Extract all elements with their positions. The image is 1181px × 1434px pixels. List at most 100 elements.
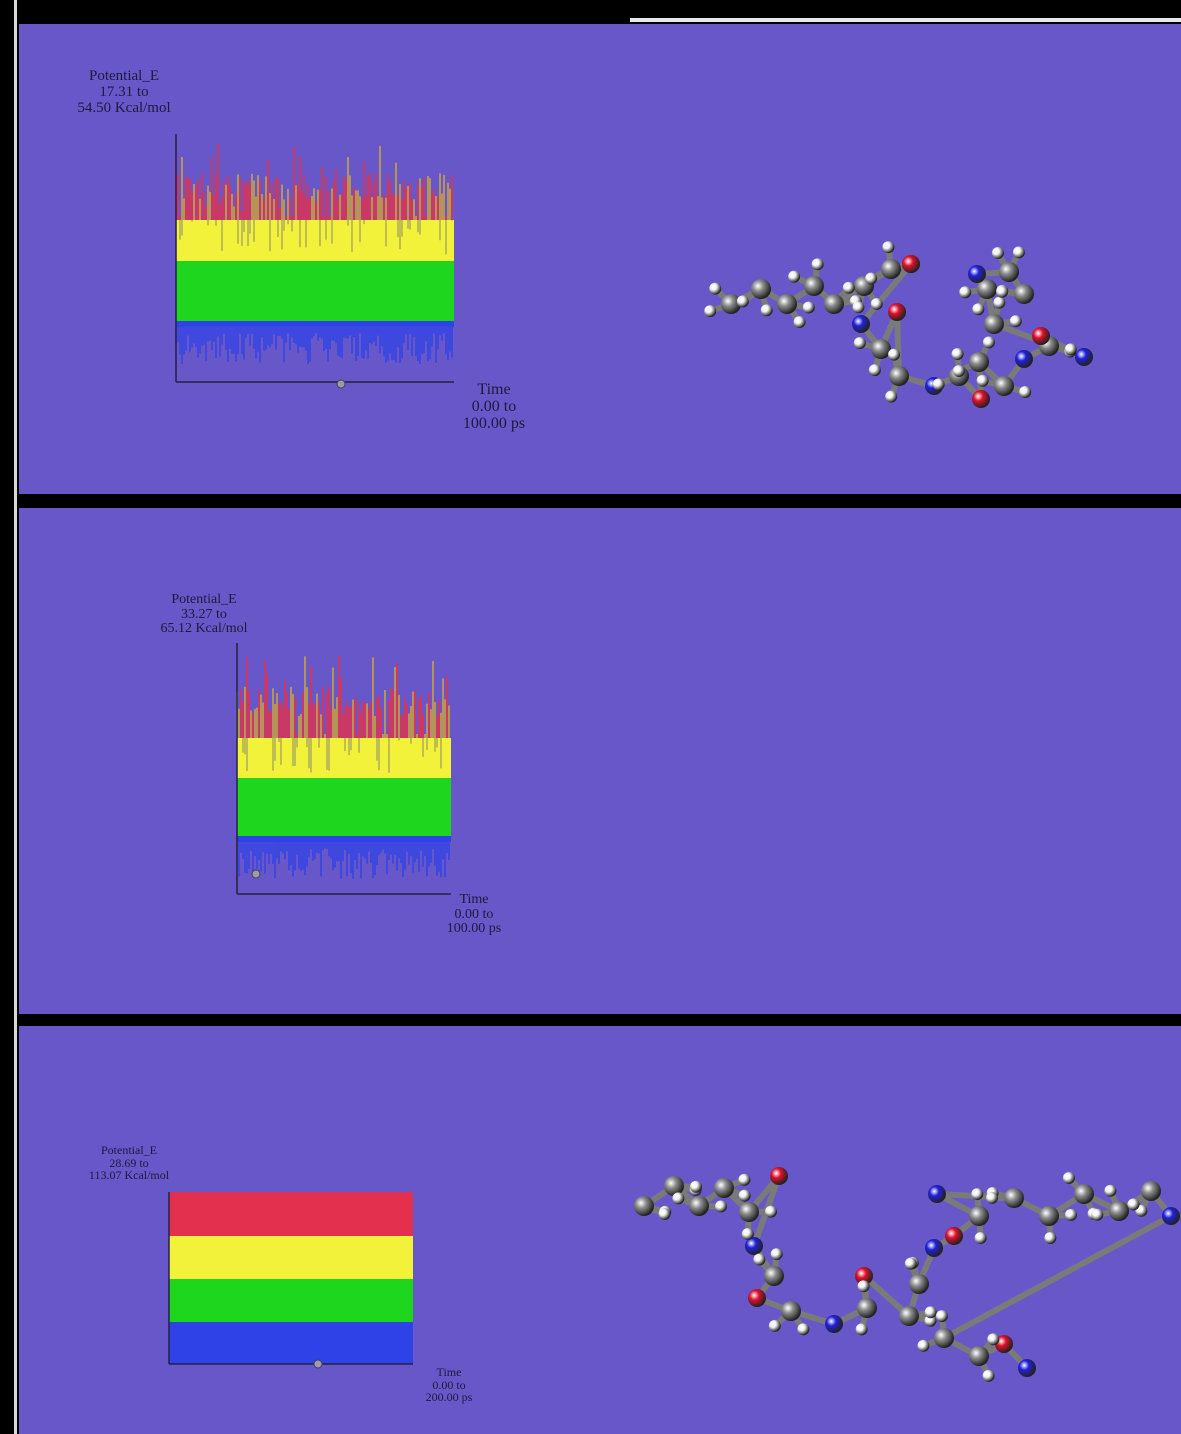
atom-C bbox=[751, 279, 771, 299]
low-energy-band bbox=[169, 1322, 413, 1364]
atom-C bbox=[871, 339, 891, 359]
atom-H bbox=[865, 272, 878, 285]
atom-C bbox=[969, 352, 989, 372]
atom-H bbox=[987, 1333, 1000, 1346]
atom-H bbox=[1127, 1198, 1140, 1211]
atom-H bbox=[982, 336, 995, 349]
atom-H bbox=[1064, 1208, 1077, 1221]
atom-H bbox=[1104, 1184, 1117, 1197]
bond bbox=[861, 1273, 912, 1319]
atom-C bbox=[664, 1176, 684, 1196]
atom-O bbox=[748, 1289, 766, 1307]
molecule-model-1 bbox=[704, 241, 1093, 408]
atom-H bbox=[982, 1369, 995, 1382]
atom-C bbox=[764, 1266, 784, 1286]
atom-H bbox=[788, 270, 801, 283]
atom-H bbox=[738, 1189, 751, 1202]
atom-C bbox=[634, 1196, 654, 1216]
atom-N bbox=[852, 315, 870, 333]
atom-N bbox=[1075, 348, 1093, 366]
left-frame bbox=[0, 0, 17, 1434]
y-axis-label-1: Potential_E 17.31 to 54.50 Kcal/mol bbox=[49, 68, 199, 116]
atom-N bbox=[825, 1315, 843, 1333]
high-energy-band bbox=[169, 1192, 413, 1236]
time-cursor-marker bbox=[313, 1359, 323, 1369]
atom-O bbox=[945, 1227, 963, 1245]
atom-O bbox=[902, 255, 920, 273]
atom-C bbox=[984, 314, 1004, 334]
atom-C bbox=[969, 1206, 989, 1226]
atom-O bbox=[995, 1335, 1013, 1353]
atom-H bbox=[885, 390, 898, 403]
x-axis-name: Time bbox=[459, 892, 489, 907]
simulation-panel-1: Potential_E 17.31 to 54.50 Kcal/mol Time… bbox=[19, 24, 1181, 494]
atom-H bbox=[959, 286, 972, 299]
atom-H bbox=[917, 1339, 930, 1352]
atom-O bbox=[770, 1167, 788, 1185]
y-axis-min: 28.69 to bbox=[109, 1155, 149, 1170]
y-axis-min: 33.27 to bbox=[181, 606, 227, 622]
atom-C bbox=[999, 262, 1019, 282]
atom-C bbox=[934, 1328, 954, 1348]
x-axis-min: 0.00 to bbox=[454, 906, 494, 922]
time-cursor-marker bbox=[251, 869, 261, 879]
atom-C bbox=[977, 279, 997, 299]
atom-H bbox=[1044, 1231, 1057, 1244]
atom-H bbox=[811, 258, 824, 271]
atom-H bbox=[976, 374, 989, 387]
atom-N bbox=[928, 1185, 946, 1203]
atom-H bbox=[924, 1306, 937, 1319]
low-energy-band bbox=[176, 321, 454, 327]
x-axis-max: 100.00 ps bbox=[446, 921, 502, 937]
x-axis-min: 0.00 to bbox=[471, 397, 517, 415]
atom-H bbox=[882, 241, 895, 254]
atom-H bbox=[704, 305, 717, 318]
atom-O bbox=[888, 303, 906, 321]
mid-energy-band bbox=[176, 261, 454, 321]
mid-energy-band bbox=[169, 1279, 413, 1322]
atom-C bbox=[969, 1346, 989, 1366]
atom-C bbox=[1109, 1201, 1129, 1221]
left-frame-edge bbox=[14, 0, 17, 1434]
atom-C bbox=[781, 1301, 801, 1321]
mid-energy-band bbox=[237, 778, 451, 836]
atom-H bbox=[689, 1180, 702, 1193]
energy-chart-2 bbox=[236, 643, 451, 895]
atom-C bbox=[804, 276, 824, 296]
top-frame-highlight bbox=[630, 18, 1181, 22]
atom-N bbox=[1015, 350, 1033, 368]
atom-C bbox=[909, 1274, 929, 1294]
atom-H bbox=[738, 1173, 751, 1186]
y-axis-max: 113.07 Kcal/mol bbox=[88, 1168, 170, 1183]
atom-H bbox=[760, 304, 773, 317]
atom-H bbox=[1012, 246, 1025, 259]
atom-N bbox=[745, 1237, 763, 1255]
time-cursor-marker bbox=[336, 379, 346, 389]
atom-H bbox=[868, 364, 881, 377]
atom-N bbox=[925, 1239, 943, 1257]
atom-H bbox=[857, 1280, 870, 1293]
atom-H bbox=[1062, 1171, 1075, 1184]
y-axis-max: 54.50 Kcal/mol bbox=[77, 99, 171, 116]
simulation-panel-3: Potential_E 28.69 to 113.07 Kcal/mol Tim… bbox=[19, 1026, 1181, 1434]
top-frame bbox=[0, 0, 1181, 22]
y-axis-name: Potential_E bbox=[101, 1143, 157, 1157]
atom-H bbox=[952, 365, 965, 378]
atom-H bbox=[714, 1200, 727, 1213]
x-axis-label-1: Time 0.00 to 100.00 ps bbox=[434, 381, 554, 432]
y-axis-max: 65.12 Kcal/mol bbox=[160, 621, 248, 637]
bond bbox=[858, 261, 914, 327]
atom-H bbox=[672, 1192, 685, 1205]
atom-H bbox=[932, 378, 945, 391]
x-axis-min: 0.00 to bbox=[432, 1377, 466, 1392]
atom-C bbox=[889, 366, 909, 386]
atom-C bbox=[1039, 1206, 1059, 1226]
atom-H bbox=[904, 1257, 917, 1270]
bond bbox=[941, 1213, 1174, 1341]
atom-C bbox=[994, 376, 1014, 396]
atom-H bbox=[996, 285, 1009, 298]
atom-H bbox=[993, 296, 1006, 309]
atom-C bbox=[1014, 284, 1034, 304]
y-axis-name: Potential_E bbox=[89, 68, 159, 84]
energy-chart-1 bbox=[175, 134, 454, 389]
